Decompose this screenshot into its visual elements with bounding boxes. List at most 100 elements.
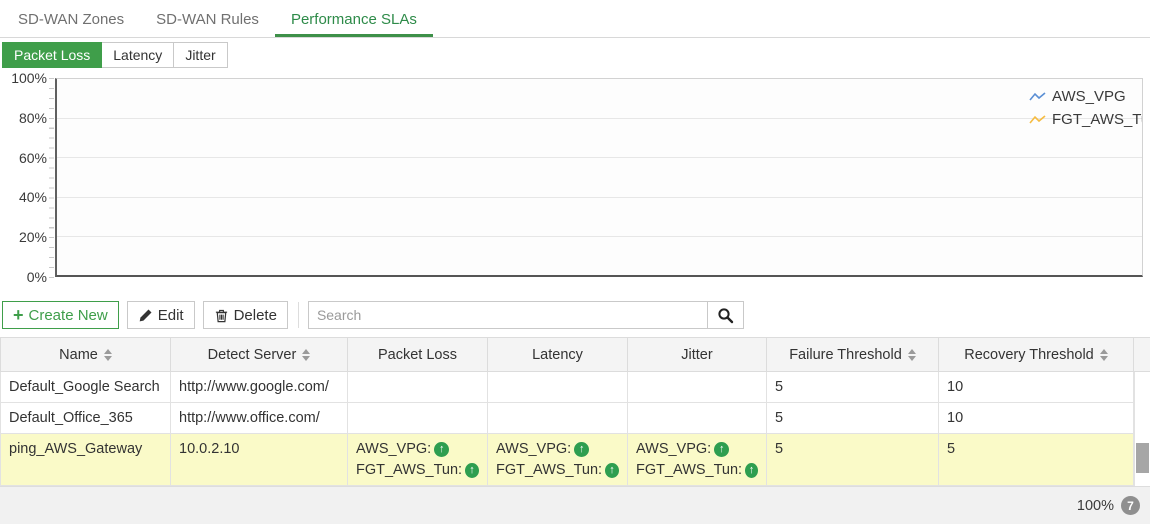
cell-latency <box>487 371 628 403</box>
member-label: FGT_AWS_Tun: <box>496 461 603 478</box>
edit-button[interactable]: Edit <box>126 301 195 329</box>
member-label: AWS_VPG: <box>636 440 712 457</box>
member-label: AWS_VPG: <box>496 440 572 457</box>
column-label: Name <box>59 346 98 363</box>
search-button[interactable] <box>707 301 744 329</box>
link-up-icon: ↑ <box>574 441 590 457</box>
cell-name: Default_Office_365 <box>0 402 171 434</box>
sort-icon[interactable] <box>103 348 112 361</box>
tab-sdwan-zones[interactable]: SD-WAN Zones <box>18 11 125 28</box>
cell-name: Default_Google Search <box>0 371 171 403</box>
column-label: Detect Server <box>207 346 297 363</box>
column-header-detect-server[interactable]: Detect Server <box>170 337 348 372</box>
metric-subtabs: Packet Loss Latency Jitter <box>2 42 228 68</box>
y-axis-tick: 100% <box>11 70 47 86</box>
column-label: Failure Threshold <box>789 346 902 363</box>
column-label: Latency <box>532 346 583 363</box>
zoom-level[interactable]: 100% <box>1076 497 1114 514</box>
cell-packet-loss <box>347 371 488 403</box>
cell-failure-threshold: 5 <box>766 433 939 486</box>
status-footer: 100% 7 <box>0 486 1150 524</box>
link-up-icon: ↑ <box>714 441 730 457</box>
subtab-jitter[interactable]: Jitter <box>173 42 228 68</box>
table-toolbar: + Create New Edit Delete <box>0 300 1150 330</box>
search-icon <box>718 307 734 323</box>
cell-detect-server: 10.0.2.10 <box>170 433 348 486</box>
toolbar-separator <box>297 302 299 328</box>
cell-detect-server: http://www.google.com/ <box>170 371 348 403</box>
sort-icon[interactable] <box>907 348 916 361</box>
table-header-row: Name Detect Server Packet Loss Latency J… <box>0 337 1150 372</box>
line-series-icon <box>1029 91 1046 101</box>
subtab-latency[interactable]: Latency <box>101 42 175 68</box>
subtab-packet-loss[interactable]: Packet Loss <box>2 42 103 68</box>
cell-recovery-threshold: 10 <box>938 371 1134 403</box>
member-label: FGT_AWS_Tun: <box>636 461 743 478</box>
table-row-default-office-365[interactable]: Default_Office_365 http://www.office.com… <box>0 402 1150 434</box>
delete-label: Delete <box>233 306 277 324</box>
y-axis-tick: 40% <box>18 189 47 205</box>
column-header-recovery-threshold[interactable]: Recovery Threshold <box>938 337 1134 372</box>
column-header-latency: Latency <box>487 337 628 372</box>
cell-jitter: AWS_VPG:↑ FGT_AWS_Tun:↑ <box>627 433 767 486</box>
create-new-label: Create New <box>28 306 108 324</box>
trash-icon <box>215 309 227 322</box>
gridline <box>57 235 1142 237</box>
sort-icon[interactable] <box>302 348 311 361</box>
row-count-badge: 7 <box>1121 496 1140 515</box>
table-row-ping-aws-gateway[interactable]: ping_AWS_Gateway 10.0.2.10 AWS_VPG:↑ FGT… <box>0 433 1150 486</box>
plus-icon: + <box>13 305 24 325</box>
legend-label: AWS_VPG <box>1052 88 1126 105</box>
edit-label: Edit <box>157 306 184 324</box>
table-header-filler <box>1133 337 1150 372</box>
member-label: FGT_AWS_Tun: <box>356 461 463 478</box>
gridline <box>57 196 1142 198</box>
packet-loss-chart: 100% 80% 60% 40% 20% 0% AWS_VPG FGT_AWS_… <box>0 70 1150 285</box>
legend-item-fgt-aws-tun: FGT_AWS_Tun <box>1029 108 1142 131</box>
member-label: AWS_VPG: <box>356 440 432 457</box>
chart-plot-area: AWS_VPG FGT_AWS_Tun <box>55 78 1143 277</box>
search-input[interactable] <box>307 301 708 329</box>
link-up-icon: ↑ <box>465 462 479 478</box>
cell-latency: AWS_VPG:↑ FGT_AWS_Tun:↑ <box>487 433 628 486</box>
y-axis-tick: 0% <box>26 269 47 285</box>
column-label: Recovery Threshold <box>964 346 1094 363</box>
top-tab-bar: SD-WAN Zones SD-WAN Rules Performance SL… <box>0 0 1150 38</box>
column-label: Packet Loss <box>378 346 457 363</box>
column-header-jitter: Jitter <box>627 337 767 372</box>
tab-performance-slas[interactable]: Performance SLAs <box>274 2 433 37</box>
gridline <box>57 157 1142 159</box>
cell-name: ping_AWS_Gateway <box>0 433 171 486</box>
cell-recovery-threshold: 10 <box>938 402 1134 434</box>
scrollbar-thumb[interactable] <box>1136 443 1149 473</box>
legend-label: FGT_AWS_Tun <box>1052 111 1142 128</box>
delete-button[interactable]: Delete <box>202 301 288 329</box>
sort-icon[interactable] <box>1099 348 1108 361</box>
y-axis-tick: 20% <box>18 229 47 245</box>
pencil-icon <box>139 309 152 321</box>
cell-jitter <box>627 371 767 403</box>
cell-jitter <box>627 402 767 434</box>
line-series-icon <box>1029 114 1046 124</box>
tab-sdwan-rules[interactable]: SD-WAN Rules <box>156 11 259 28</box>
y-axis-tick: 60% <box>18 150 47 166</box>
y-axis-minor-ticks <box>49 78 54 278</box>
chart-legend: AWS_VPG FGT_AWS_Tun <box>1029 85 1142 131</box>
link-up-icon: ↑ <box>434 441 450 457</box>
cell-packet-loss: AWS_VPG:↑ FGT_AWS_Tun:↑ <box>347 433 488 486</box>
cell-latency <box>487 402 628 434</box>
cell-packet-loss <box>347 402 488 434</box>
cell-detect-server: http://www.office.com/ <box>170 402 348 434</box>
link-up-icon: ↑ <box>745 462 758 478</box>
cell-recovery-threshold: 5 <box>938 433 1134 486</box>
create-new-button[interactable]: + Create New <box>2 301 119 329</box>
cell-failure-threshold: 5 <box>766 371 939 403</box>
column-header-failure-threshold[interactable]: Failure Threshold <box>766 337 939 372</box>
table-row-default-google-search[interactable]: Default_Google Search http://www.google.… <box>0 371 1150 403</box>
gridline <box>57 118 1142 120</box>
vertical-scrollbar[interactable] <box>1134 372 1150 486</box>
cell-failure-threshold: 5 <box>766 402 939 434</box>
link-up-icon: ↑ <box>605 462 619 478</box>
sla-table: Name Detect Server Packet Loss Latency J… <box>0 337 1150 486</box>
column-header-name[interactable]: Name <box>0 337 171 372</box>
